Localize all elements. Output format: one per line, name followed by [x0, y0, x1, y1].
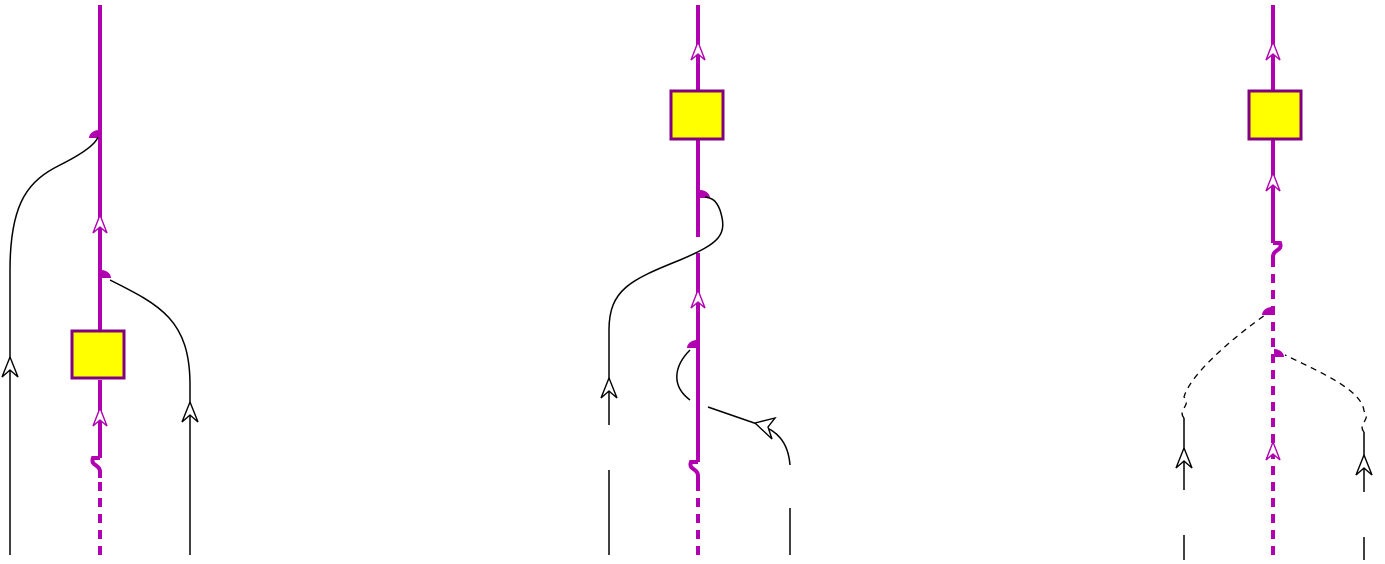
- arrow-up-icon: [690, 40, 706, 61]
- external-strand: [676, 349, 791, 555]
- external-strand: [600, 196, 724, 555]
- panel-right: [1175, 5, 1373, 560]
- arrow-up-icon: [600, 376, 618, 399]
- main-strand: [688, 5, 706, 555]
- panel-left: [1, 5, 199, 555]
- external-strand: [1, 136, 99, 555]
- external-strand: [109, 279, 199, 555]
- arrow-up-icon: [92, 213, 108, 234]
- arrow-up-icon: [1, 355, 19, 378]
- arrow-up-icon: [1355, 453, 1373, 476]
- coupon-box: [669, 89, 725, 141]
- main-strand: [90, 5, 108, 555]
- external-strand: [1284, 354, 1373, 560]
- arrow-up-icon: [690, 288, 706, 309]
- arrow-up-icon: [1175, 446, 1193, 469]
- coupon-box: [70, 329, 126, 380]
- panel-middle: [600, 5, 791, 555]
- coupon-box: [1247, 89, 1303, 141]
- vertex: [700, 190, 710, 198]
- arrow-up-icon: [181, 400, 199, 423]
- main-strand: [1265, 5, 1283, 555]
- arrow-up-icon: [1265, 40, 1281, 61]
- arrow-up-icon: [1265, 440, 1281, 461]
- vertex: [687, 340, 697, 348]
- vertex: [1274, 349, 1284, 357]
- external-strand: [1175, 314, 1266, 560]
- arrow-up-icon: [92, 406, 108, 427]
- arrow-left-icon: [753, 416, 777, 440]
- vertex: [1262, 307, 1272, 315]
- arrow-up-icon: [1265, 171, 1281, 192]
- vertex: [101, 270, 111, 278]
- vertex: [89, 130, 99, 138]
